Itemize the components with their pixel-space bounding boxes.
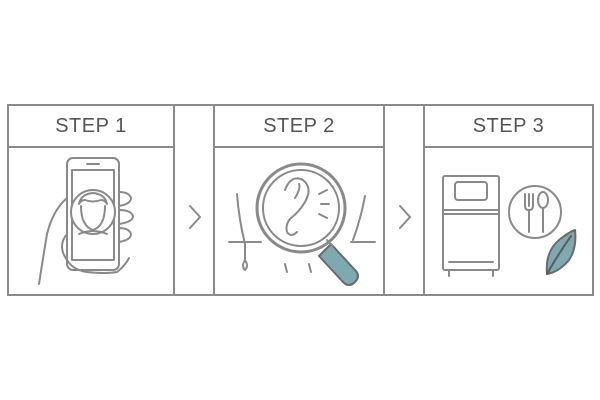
chevron-right-icon — [399, 205, 412, 229]
step-3-title: STEP 3 — [425, 106, 592, 148]
chevron-right-icon — [189, 205, 202, 229]
step-1-panel: STEP 1 — [7, 104, 175, 296]
step-3-panel: STEP 3 — [423, 104, 594, 296]
step-2-title: STEP 2 — [215, 106, 383, 148]
hand-holding-phone-with-face-icon — [38, 157, 134, 285]
step-1-title: STEP 1 — [9, 106, 173, 148]
bed-food-leaf-icon — [442, 175, 577, 277]
magnifying-glass-hair-follicle-icon — [228, 162, 376, 286]
step-2-panel: STEP 2 — [213, 104, 385, 296]
